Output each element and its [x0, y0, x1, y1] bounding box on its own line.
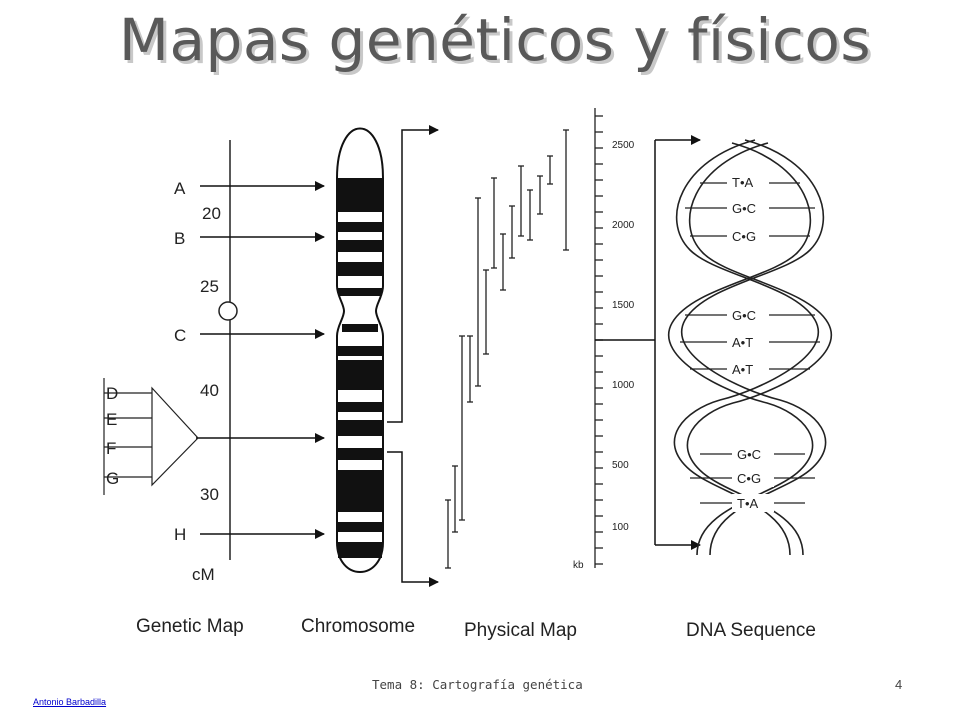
- genetic-map-unit: cM: [192, 565, 215, 584]
- kb-scale-labels: 2500 2000 1500 1000 500 100 kb: [573, 140, 635, 571]
- genetic-map: [103, 140, 325, 560]
- locus-label-h: H: [174, 525, 186, 544]
- author-link[interactable]: Antonio Barbadilla: [33, 697, 107, 707]
- footer-page-number: 4: [895, 677, 903, 692]
- base-pair-3: C•G: [732, 229, 756, 244]
- dna-base-pair-labels: T•A G•C C•G G•C A•T A•T G•C C•G T•A: [727, 173, 774, 512]
- distance-label-2: 25: [200, 277, 219, 296]
- base-pair-7: G•C: [737, 447, 761, 462]
- locus-label-d: D: [106, 384, 118, 403]
- base-pair-9: T•A: [737, 496, 758, 511]
- locus-label-c: C: [174, 326, 186, 345]
- base-pair-4: G•C: [732, 308, 756, 323]
- kb-scale: [594, 108, 603, 568]
- locus-label-b: B: [174, 229, 185, 248]
- base-pair-8: C•G: [737, 471, 761, 486]
- kb-tick-1500: 1500: [612, 300, 635, 311]
- kb-unit: kb: [573, 560, 584, 571]
- caption-dna-sequence: DNA Sequence: [686, 620, 816, 641]
- caption-physical-map: Physical Map: [464, 620, 577, 641]
- chromosome-bands: [338, 178, 382, 558]
- kb-tick-100: 100: [612, 522, 629, 533]
- distance-label-4: 30: [200, 485, 219, 504]
- locus-label-e: E: [106, 410, 117, 429]
- chromosome: [336, 127, 384, 573]
- caption-chromosome: Chromosome: [301, 616, 415, 637]
- kb-tick-500: 500: [612, 460, 629, 471]
- locus-label-a: A: [174, 179, 186, 198]
- chromosome-to-physical-brackets: [387, 125, 439, 587]
- kb-tick-2000: 2000: [612, 220, 635, 231]
- dEFG-bracket: [103, 378, 199, 495]
- caption-genetic-map: Genetic Map: [136, 616, 244, 637]
- kb-tick-1000: 1000: [612, 380, 635, 391]
- dna-strand-2b: [668, 142, 814, 556]
- base-pair-1: T•A: [732, 175, 753, 190]
- section-captions: Genetic Map Chromosome Physical Map DNA …: [136, 616, 816, 641]
- base-pair-6: A•T: [732, 362, 753, 377]
- footer-course-title: Tema 8: Cartografía genética: [372, 677, 583, 692]
- locus-label-g: G: [106, 469, 119, 488]
- base-pair-5: A•T: [732, 335, 753, 350]
- distance-label-1: 20: [202, 204, 221, 223]
- dna-strand-1b: [686, 142, 832, 556]
- locus-arrows: [196, 181, 325, 539]
- physical-map-contigs: [445, 129, 569, 569]
- genetic-map-labels: A B C D E F G H 20 25 40 30 cM: [106, 179, 221, 584]
- base-pair-2: G•C: [732, 201, 756, 216]
- kb-tick-2500: 2500: [612, 140, 635, 151]
- centromere-marker: [218, 301, 238, 321]
- locus-label-f: F: [106, 439, 116, 458]
- distance-label-3: 40: [200, 381, 219, 400]
- physical-to-dna-bracket: [595, 135, 701, 550]
- slide-title: Mapas genéticos y físicos: [118, 6, 872, 74]
